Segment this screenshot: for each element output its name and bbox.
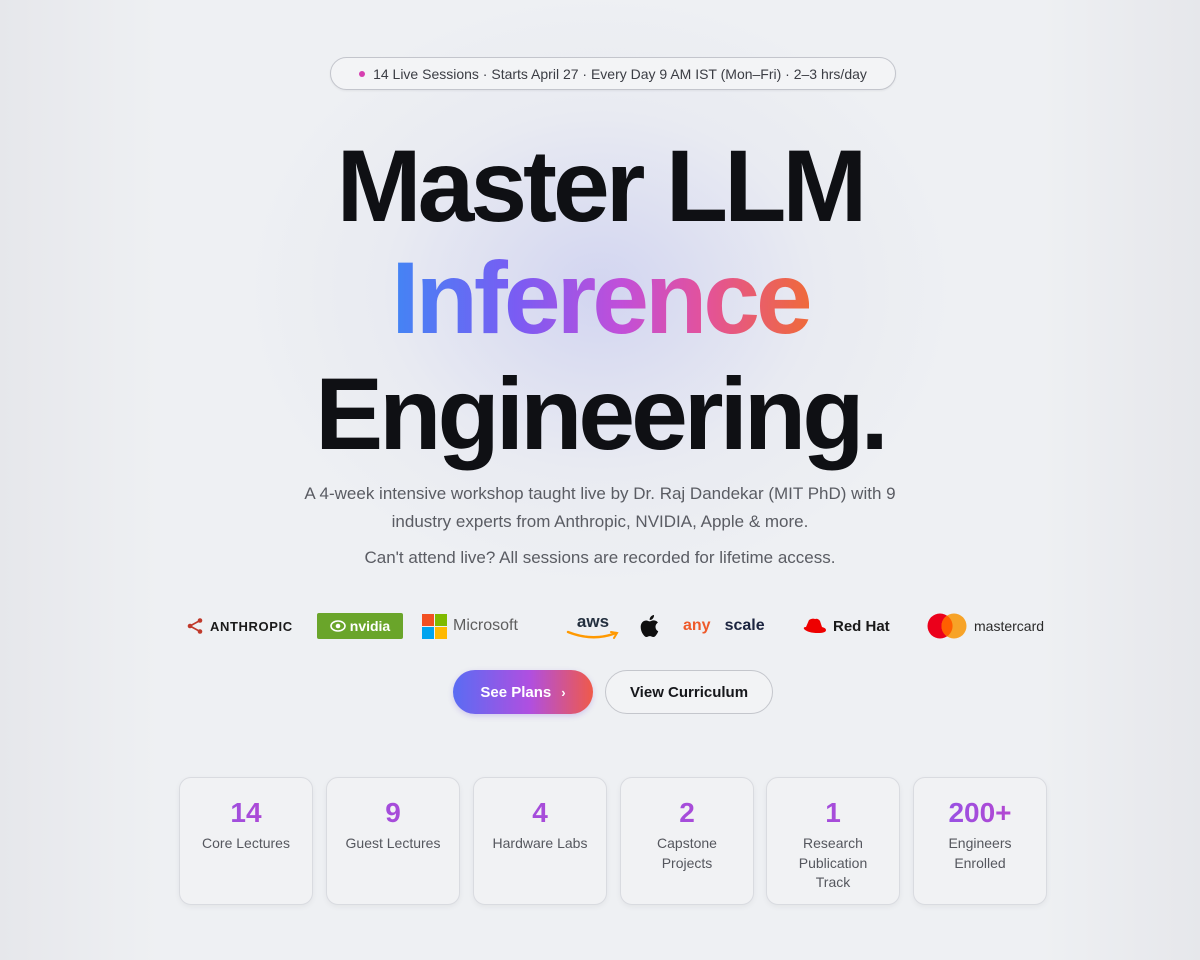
microsoft-logo: Microsoft — [422, 604, 518, 648]
stat-label: Engineers Enrolled — [948, 835, 1012, 871]
stat-card: 14 Core Lectures — [179, 777, 313, 905]
session-info-text: 14 Live Sessions · Starts April 27 · Eve… — [373, 65, 867, 82]
stat-label: Core Lectures — [202, 835, 290, 851]
chevron-right-icon: › — [561, 684, 566, 700]
live-dot-icon — [359, 70, 366, 77]
stat-card: 4 Hardware Labs — [473, 777, 607, 905]
stat-label: Research Publication Track — [798, 835, 868, 890]
redhat-icon — [803, 618, 826, 633]
microsoft-logo-text: Microsoft — [453, 617, 518, 634]
anyscale-any-text: any — [683, 617, 711, 634]
stat-value: 1 — [767, 796, 899, 830]
nvidia-eye-icon — [329, 620, 346, 632]
anthropic-logo-text: ANTHROPIC — [210, 618, 293, 634]
anthropic-logo: ANTHROPIC — [186, 604, 293, 648]
headline-gradient-word: Inference — [391, 241, 813, 355]
anthropic-icon — [187, 618, 203, 634]
aws-logo: aws — [566, 604, 620, 648]
apple-logo — [640, 604, 662, 648]
stat-card: 1 Research Publication Track — [766, 777, 900, 905]
stat-value: 9 — [327, 796, 459, 830]
nvidia-logo: nvidia — [317, 604, 403, 648]
headline-line-2: Inference — [0, 238, 1200, 358]
stat-label: Hardware Labs — [492, 835, 588, 851]
nvidia-logo-text: nvidia — [349, 618, 391, 634]
stat-value: 14 — [180, 796, 312, 830]
aws-logo-text: aws — [576, 611, 610, 631]
see-plans-button[interactable]: See Plans › — [453, 670, 593, 714]
description-line-1: A 4-week intensive workshop taught live … — [304, 484, 896, 503]
session-info-badge: 14 Live Sessions · Starts April 27 · Eve… — [330, 57, 896, 90]
anyscale-scale-text: scale — [724, 617, 765, 634]
stat-label: Guest Lectures — [345, 835, 441, 851]
redhat-logo-text: Red Hat — [833, 617, 890, 635]
mastercard-logo-text: mastercard — [974, 618, 1045, 634]
recording-note: Can't attend live? All sessions are reco… — [364, 548, 836, 567]
stat-card: 2 Capstone Projects — [620, 777, 754, 905]
mastercard-logo: mastercard — [926, 604, 1044, 648]
headline-line-1: Master LLM — [336, 129, 868, 243]
see-plans-label: See Plans — [480, 683, 552, 701]
apple-icon — [640, 615, 659, 637]
stat-card: 200+ Engineers Enrolled — [913, 777, 1047, 905]
mastercard-icon — [927, 613, 967, 639]
stat-value: 200+ — [914, 796, 1046, 830]
stat-card: 9 Guest Lectures — [326, 777, 460, 905]
anyscale-logo: any scale — [683, 604, 765, 648]
view-curriculum-button[interactable]: View Curriculum — [605, 670, 773, 714]
redhat-logo: Red Hat — [803, 604, 890, 648]
stat-label: Capstone Projects — [657, 835, 717, 871]
stat-value: 2 — [621, 796, 753, 830]
headline-line-3: Engineering. — [315, 357, 889, 471]
stat-value: 4 — [474, 796, 606, 830]
aws-smile-icon — [566, 630, 619, 639]
microsoft-icon — [422, 613, 447, 639]
partner-logos: ANTHROPIC nvidia Microsoft aws — [0, 604, 1200, 648]
description: A 4-week intensive workshop taught live … — [0, 480, 1200, 536]
description-line-2: industry experts from Anthropic, NVIDIA,… — [391, 512, 809, 531]
